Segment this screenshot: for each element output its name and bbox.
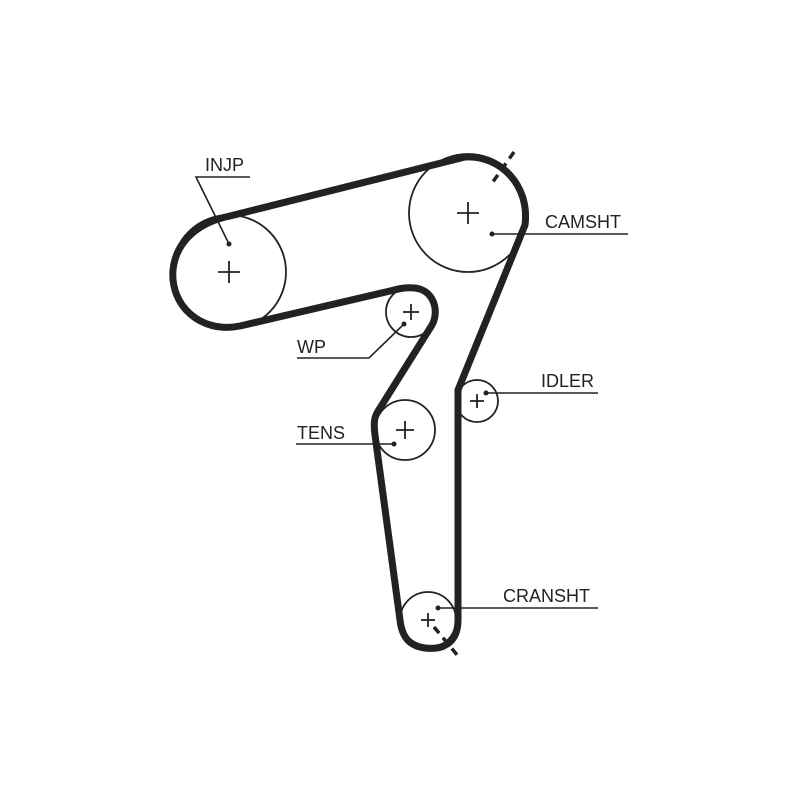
camsht-label: CAMSHT [545, 212, 621, 232]
tensioner-center-icon [396, 421, 414, 439]
idler-label: IDLER [541, 371, 594, 391]
idler-center-icon [470, 394, 484, 408]
tens-label: TENS [297, 423, 345, 443]
timing-belt [169, 153, 530, 652]
crankshaft-center-icon [421, 613, 435, 627]
water-pump-center-icon [403, 304, 419, 320]
camshaft-center-icon [457, 202, 479, 224]
camshaft-timing-mark [488, 150, 516, 188]
cranksht-label: CRANSHT [503, 586, 590, 606]
injection-pump-center-icon [218, 261, 240, 283]
injp-label: INJP [205, 155, 244, 175]
tens-leader [296, 441, 397, 447]
injp-leader [194, 176, 250, 247]
idler-leader [483, 390, 598, 396]
wp-label: WP [297, 337, 326, 357]
wp-leader [297, 321, 407, 359]
cranksht-leader [435, 605, 598, 611]
crankshaft-timing-mark [432, 625, 460, 658]
camsht-leader [489, 231, 628, 237]
